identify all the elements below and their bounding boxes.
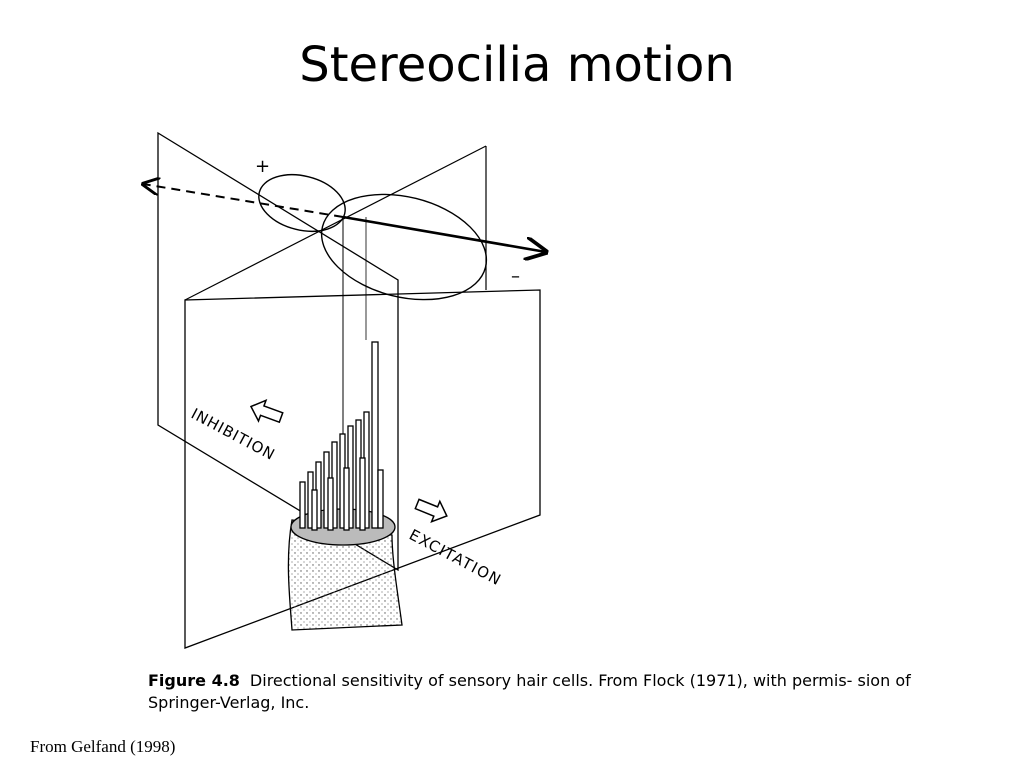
hair-cell-diagram: + – INHIBITION EXCITATION: [130, 131, 570, 649]
caption-text: Directional sensitivity of sensory hair …: [148, 671, 911, 712]
figure-number: Figure 4.8: [148, 671, 240, 690]
plus-label: +: [255, 156, 270, 177]
inhibition-lobe: [258, 174, 346, 232]
plane-edge-top: [184, 145, 487, 301]
stereocilia-bundle: [299, 341, 384, 531]
minus-label: –: [511, 266, 520, 287]
hair-cell-body: [287, 519, 403, 631]
source-credit: From Gelfand (1998): [30, 737, 176, 756]
axis-dashed: [143, 184, 344, 218]
excitation-label: EXCITATION: [406, 526, 505, 590]
axis-solid: [342, 215, 546, 252]
inhibition-arrow: [249, 398, 284, 424]
excitation-arrow: [414, 498, 448, 523]
slide-title: Stereocilia motion: [299, 37, 735, 93]
excitation-lobe: [320, 193, 488, 301]
excitation-plane: [184, 289, 541, 649]
